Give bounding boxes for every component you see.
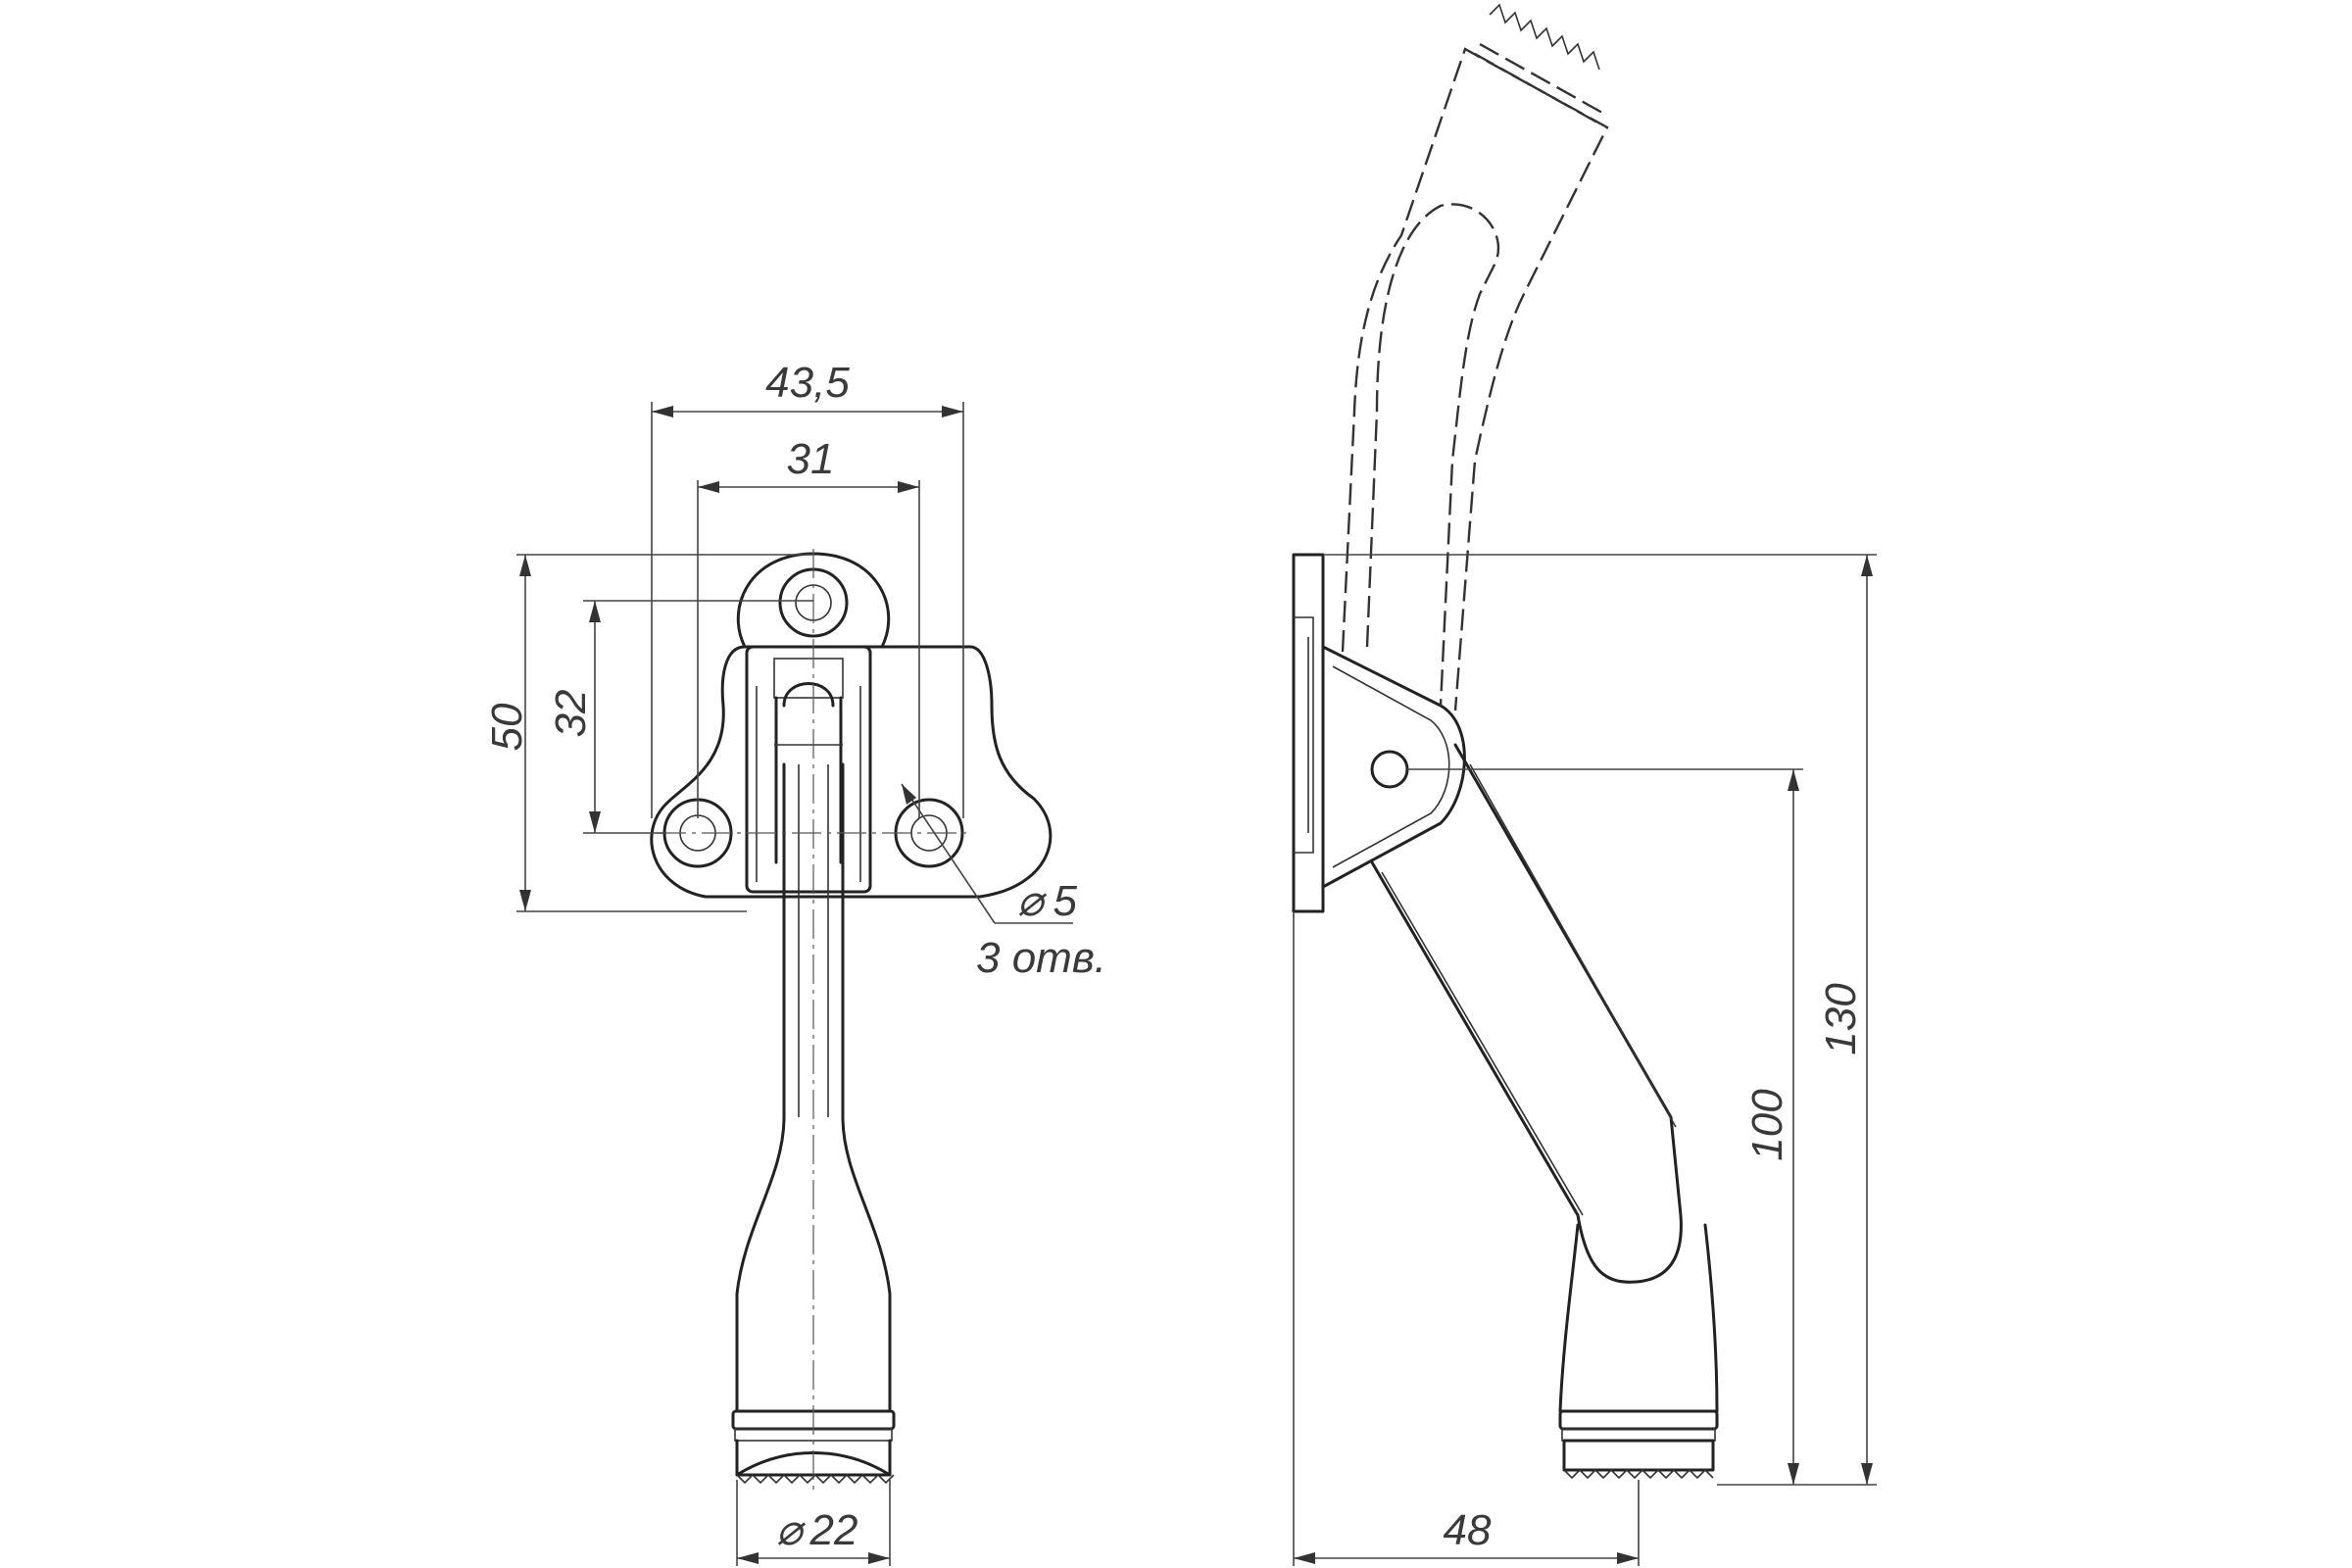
arrow-leader xyxy=(902,784,916,805)
arrow-100-bottom xyxy=(1788,1463,1799,1485)
rod xyxy=(735,762,892,1413)
base-plate xyxy=(650,645,1053,899)
arrow-32-top xyxy=(589,601,601,622)
diameter-symbol-foot: ⌀ xyxy=(776,1506,807,1554)
diameter-symbol: ⌀ xyxy=(1017,877,1048,925)
housing-inner xyxy=(773,658,844,699)
lever-raised-teeth xyxy=(1489,3,1600,71)
dim-total-height: 130 xyxy=(1817,983,1865,1055)
lever-raised-phantom xyxy=(1341,47,1609,711)
arrow-48-left xyxy=(1294,1552,1315,1564)
housing-detail xyxy=(756,686,861,882)
arrow-22-right xyxy=(868,1552,890,1564)
leader-hole xyxy=(901,783,996,924)
foot-side-collar xyxy=(1558,1409,1719,1431)
clip xyxy=(774,682,843,864)
arrow-43-right xyxy=(942,406,963,417)
foot-diameter-value: 22 xyxy=(809,1506,858,1554)
arrow-43-left xyxy=(652,406,673,417)
dim-height-base: 50 xyxy=(483,703,531,751)
dim-hole-spacing: 32 xyxy=(547,690,595,738)
foot-side-ring xyxy=(1561,1428,1716,1442)
housing xyxy=(745,645,872,894)
dim-foot-diameter: ⌀22 xyxy=(776,1506,858,1554)
dim-width-outer: 43,5 xyxy=(765,359,850,407)
wall-plate-steps xyxy=(1294,616,1314,854)
lever-arm xyxy=(1370,743,1683,1284)
arrow-130-bottom xyxy=(1861,1463,1873,1485)
arrow-50-bottom xyxy=(519,890,531,911)
arrow-32-bottom xyxy=(589,811,601,833)
foot-side-rubber xyxy=(1562,1439,1715,1472)
lever-raised-foot xyxy=(1474,42,1603,124)
arrow-31-left xyxy=(698,481,719,493)
arrow-22-left xyxy=(737,1552,759,1564)
side-view: 130 100 48 xyxy=(1292,3,1877,1566)
foot-side xyxy=(1558,1223,1719,1413)
dim-pivot-height: 100 xyxy=(1743,1089,1791,1161)
pivot-bracket-inner xyxy=(1332,665,1450,868)
dim-hole-diameter: ⌀5 xyxy=(1017,877,1078,925)
lever-arm-edge xyxy=(1381,763,1677,1216)
pivot-bracket xyxy=(1321,645,1466,889)
arrow-31-right xyxy=(898,481,919,493)
hole-diameter-value: 5 xyxy=(1054,877,1078,925)
rod-inner xyxy=(798,764,829,1117)
front-view: 43,5 31 50 32 ⌀5 3 отв. xyxy=(483,359,1106,1566)
dim-projection: 48 xyxy=(1444,1506,1492,1554)
foot-teeth xyxy=(736,1473,895,1485)
dim-hole-count: 3 отв. xyxy=(976,934,1106,982)
arrow-130-top xyxy=(1861,555,1873,576)
pivot-pin xyxy=(1370,750,1409,789)
foot-side-teeth xyxy=(1563,1468,1714,1480)
arrow-50-top xyxy=(519,555,531,576)
lever-raised-inner xyxy=(1365,203,1500,707)
arrow-100-top xyxy=(1788,769,1799,791)
dim-width-holes: 31 xyxy=(787,435,835,483)
arrow-48-right xyxy=(1617,1552,1639,1564)
